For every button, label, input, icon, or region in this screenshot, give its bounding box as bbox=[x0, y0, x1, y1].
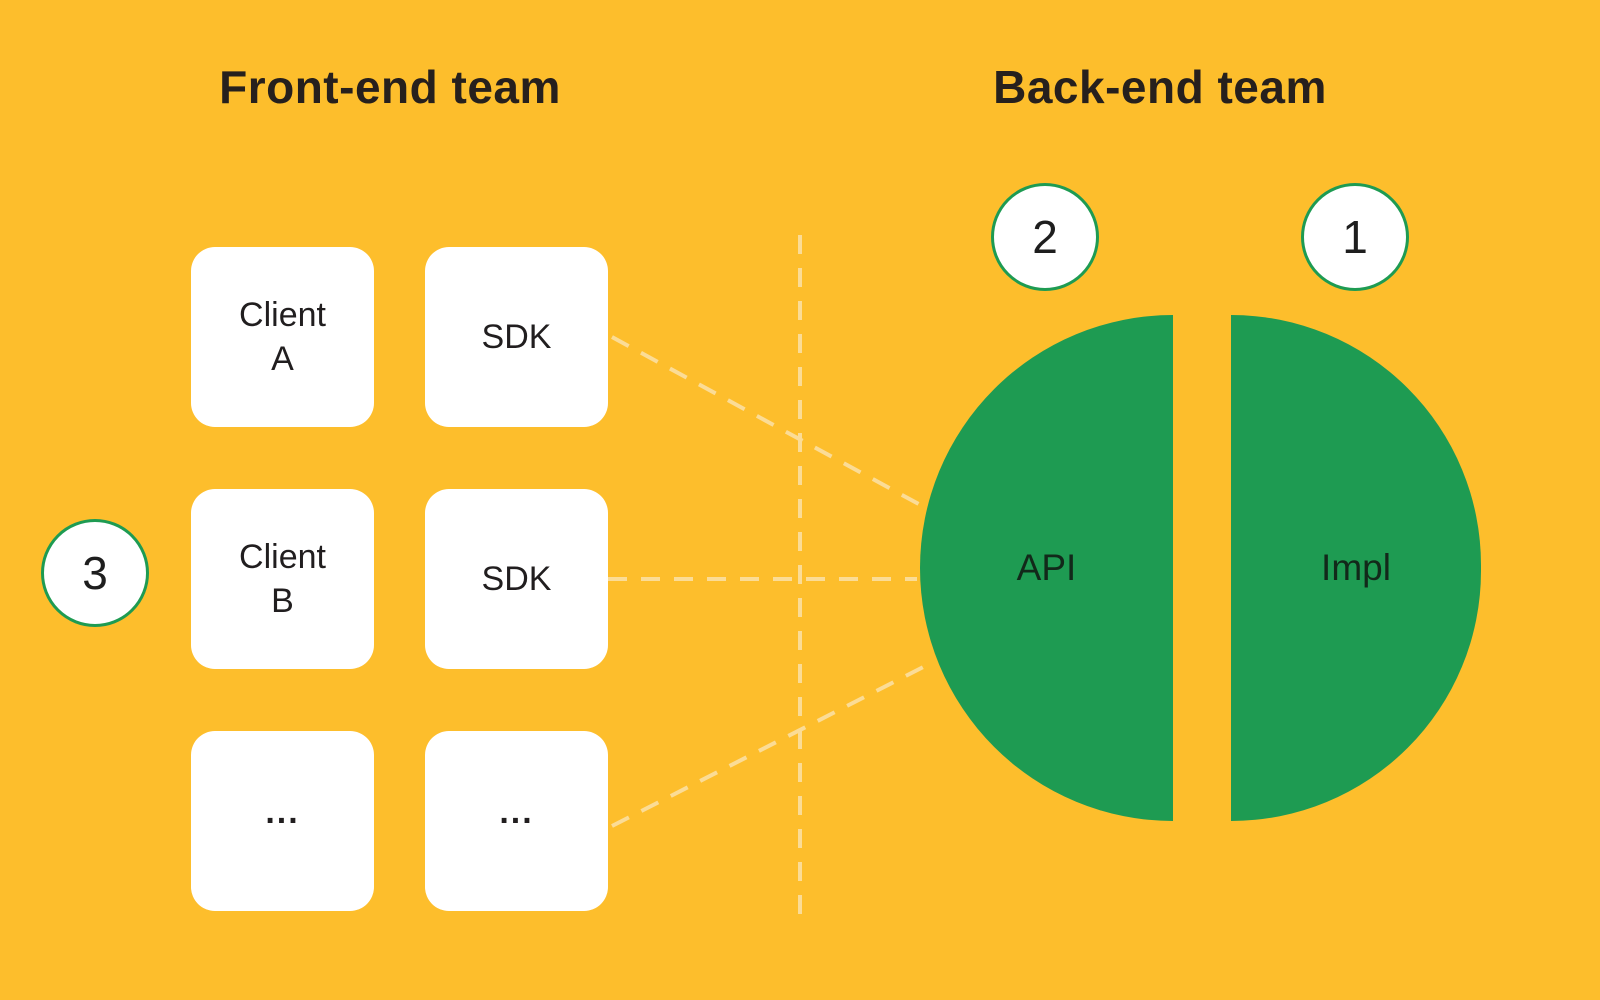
sdk-a-label: SDK bbox=[481, 317, 552, 356]
back-end-team-title: Back-end team bbox=[993, 61, 1327, 113]
impl-label: Impl bbox=[1321, 547, 1391, 588]
step-1-badge: 1 bbox=[1301, 183, 1409, 291]
client-b-label: Client B bbox=[239, 537, 326, 620]
step-2-badge: 2 bbox=[991, 183, 1099, 291]
front-end-team-title: Front-end team bbox=[219, 61, 561, 113]
client-a-label: Client A bbox=[239, 295, 326, 378]
step-1-badge-number: 1 bbox=[1342, 211, 1368, 263]
api-label: API bbox=[1016, 547, 1077, 588]
more-sdks-box: ... bbox=[425, 731, 608, 911]
sdk-a-to-api-dashed-line bbox=[611, 335, 927, 510]
client-a-box: Client A bbox=[191, 247, 374, 427]
sdk-b-label: SDK bbox=[481, 559, 552, 598]
sdk-b-box: SDK bbox=[425, 489, 608, 669]
step-2-badge-number: 2 bbox=[1032, 211, 1058, 263]
step-3-badge-number: 3 bbox=[82, 547, 108, 599]
sdk-more-to-api-dashed-line bbox=[611, 659, 936, 828]
more-sdks-label: ... bbox=[499, 792, 534, 831]
more-clients-box: ... bbox=[191, 731, 374, 911]
client-b-box: Client B bbox=[191, 489, 374, 669]
more-clients-label: ... bbox=[265, 792, 300, 831]
step-3-badge: 3 bbox=[41, 519, 149, 627]
sdk-a-box: SDK bbox=[425, 247, 608, 427]
